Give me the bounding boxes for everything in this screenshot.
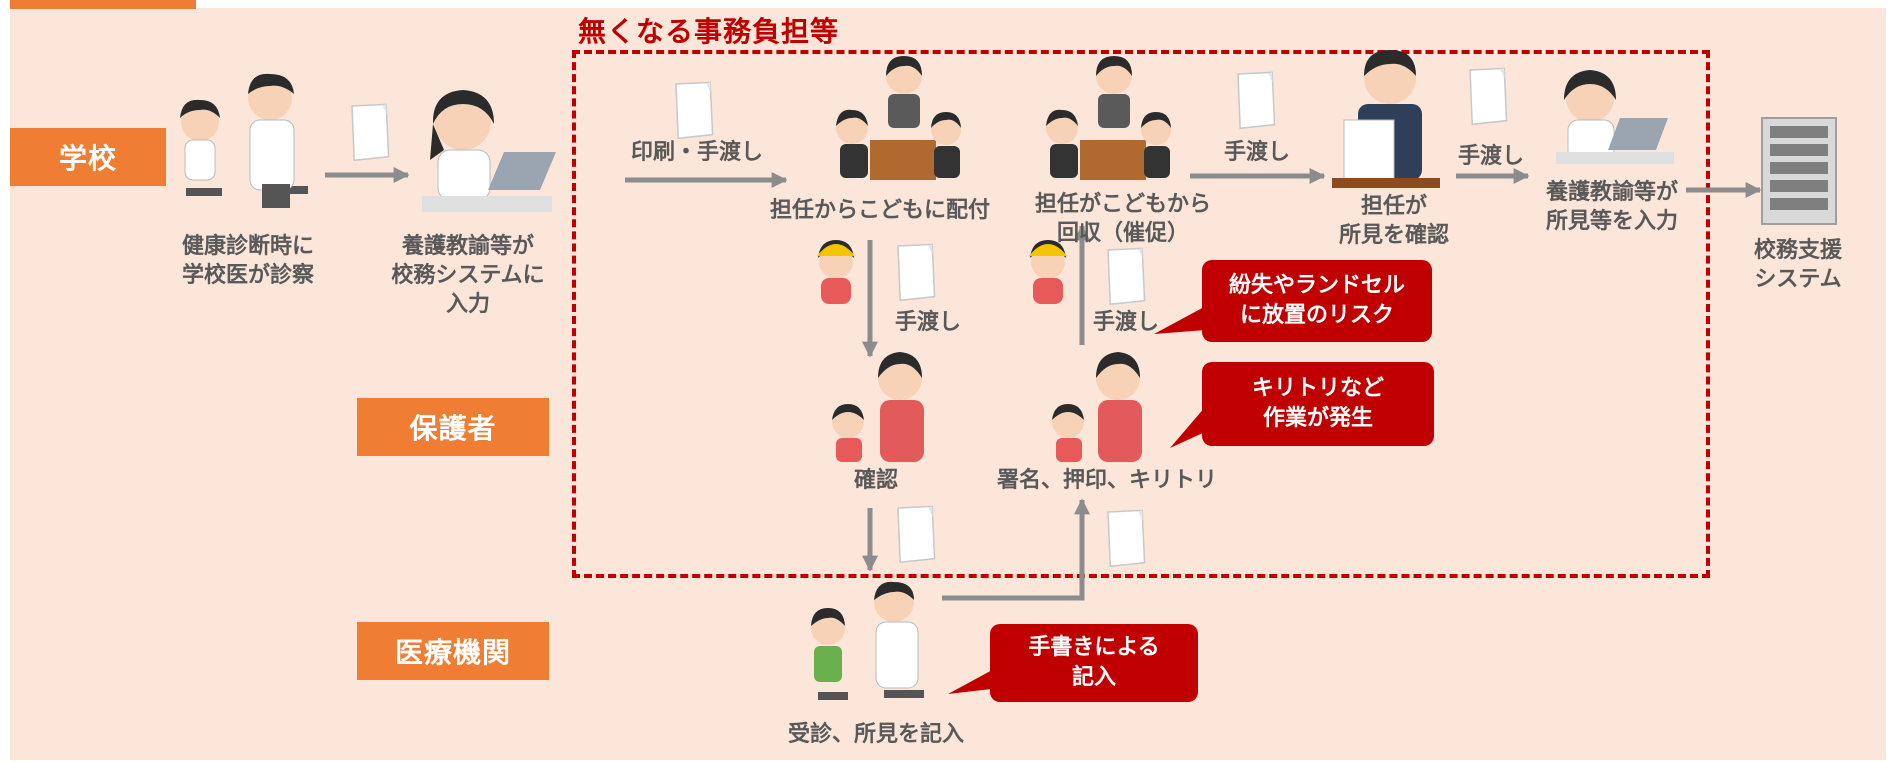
node-system: 校務支援 システム bbox=[1753, 238, 1842, 292]
node-consult: 受診、所見を記入 bbox=[787, 722, 964, 747]
callout-handwrite: 手書きによる 記入 bbox=[990, 624, 1198, 702]
zone-title: 無くなる事務負担等 bbox=[578, 15, 840, 48]
nurse-laptop-illustration bbox=[422, 90, 556, 212]
paper-icon bbox=[347, 101, 393, 164]
server-icon bbox=[1761, 117, 1837, 225]
callout-tail-handwrite bbox=[948, 668, 1000, 694]
node-check: 担任が 所見を確認 bbox=[1338, 194, 1449, 248]
teacher-check-illustration bbox=[1332, 50, 1440, 188]
teacher-collect-illustration bbox=[1046, 56, 1171, 180]
edge-print-hand: 印刷・手渡し bbox=[630, 140, 763, 165]
edge-hand-2: 手渡し bbox=[1457, 144, 1524, 169]
callout-handwrite-text: 手書きによる 記入 bbox=[1028, 635, 1160, 690]
node-collect: 担任がこどもから 回収（催促） bbox=[1034, 192, 1211, 246]
nurse-laptop-illustration-2 bbox=[1556, 70, 1674, 164]
edge-hand-4: 手渡し bbox=[1092, 310, 1159, 335]
node-confirm: 確認 bbox=[853, 468, 898, 493]
lane-label-school: 学校 bbox=[10, 128, 166, 186]
child-with-hat-icon bbox=[817, 240, 855, 304]
callout-loss-risk: 紛失やランドセル に放置のリスク bbox=[1202, 260, 1432, 342]
paper-icon bbox=[1103, 507, 1149, 570]
node-distribute: 担任からこどもに配付 bbox=[770, 198, 991, 223]
node-input2: 養護教諭等が 所見等を入力 bbox=[1545, 180, 1678, 234]
node-input: 養護教諭等が 校務システムに 入力 bbox=[391, 234, 545, 317]
top-tab-decoration bbox=[10, 0, 196, 9]
paper-icon bbox=[671, 79, 717, 142]
callout-loss-risk-text: 紛失やランドセル に放置のリスク bbox=[1228, 273, 1405, 328]
paper-icon bbox=[893, 241, 939, 304]
node-sign: 署名、押印、キリトリ bbox=[996, 468, 1217, 493]
node-exam: 健康診断時に 学校医が診察 bbox=[181, 234, 314, 288]
edge-hand-3: 手渡し bbox=[894, 310, 961, 335]
paper-icon bbox=[1465, 65, 1511, 128]
paper-icon bbox=[893, 503, 939, 566]
edge-hand-1: 手渡し bbox=[1223, 140, 1290, 165]
arrow-medical-to-sign bbox=[942, 498, 1091, 601]
lane-label-medical: 医療機関 bbox=[357, 622, 549, 680]
doctor-medical-illustration bbox=[811, 581, 924, 700]
callout-cut-work: キリトリなど 作業が発生 bbox=[1202, 362, 1434, 446]
child-with-hat-icon bbox=[1029, 240, 1067, 304]
paper-icon bbox=[1233, 69, 1279, 132]
parent-child-illustration bbox=[832, 352, 924, 462]
parent-child-illustration bbox=[1052, 352, 1142, 462]
callout-cut-work-text: キリトリなど 作業が発生 bbox=[1251, 376, 1384, 431]
admin-burden-zone bbox=[572, 50, 1710, 578]
callout-tail-loss bbox=[1154, 306, 1206, 334]
teacher-distribute-illustration bbox=[836, 56, 961, 180]
paper-icon bbox=[1103, 245, 1149, 308]
lane-label-guardian: 保護者 bbox=[357, 398, 549, 456]
doctor-exam-illustration bbox=[180, 73, 308, 208]
